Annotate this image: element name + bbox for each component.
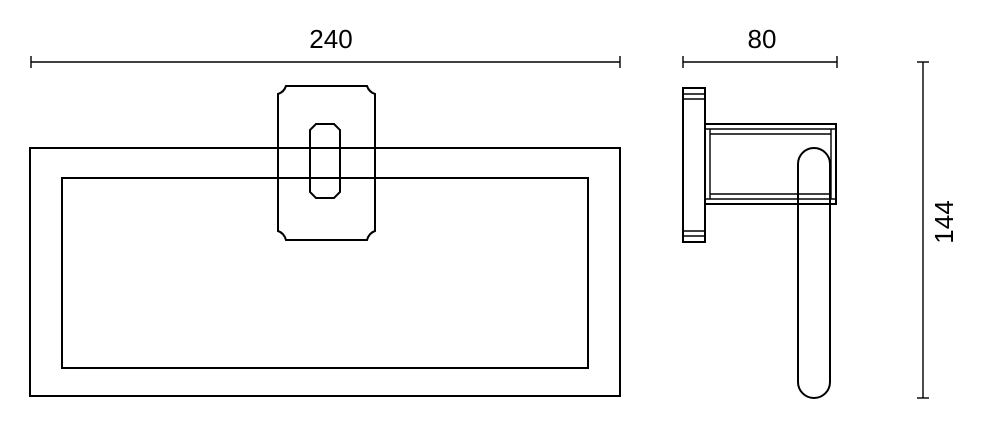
- width-dimension: 240: [30, 24, 621, 68]
- height-dimension: 144: [917, 61, 959, 399]
- height-dimension-label: 144: [929, 200, 959, 243]
- front-ring-inner: [61, 177, 589, 369]
- front-connector-post: [309, 123, 341, 199]
- side-ring-profile: [797, 147, 831, 399]
- front-ring-overlap-mask: [279, 149, 374, 177]
- front-view: [29, 85, 621, 397]
- depth-dimension-label: 80: [748, 24, 777, 54]
- side-wall-plate: [682, 87, 706, 243]
- depth-dimension: 80: [682, 24, 838, 68]
- front-ring-outer: [29, 147, 621, 397]
- front-mount-plate: [277, 85, 376, 241]
- side-view: [682, 87, 837, 399]
- width-dimension-label: 240: [309, 24, 352, 54]
- side-arm-outer: [704, 123, 837, 205]
